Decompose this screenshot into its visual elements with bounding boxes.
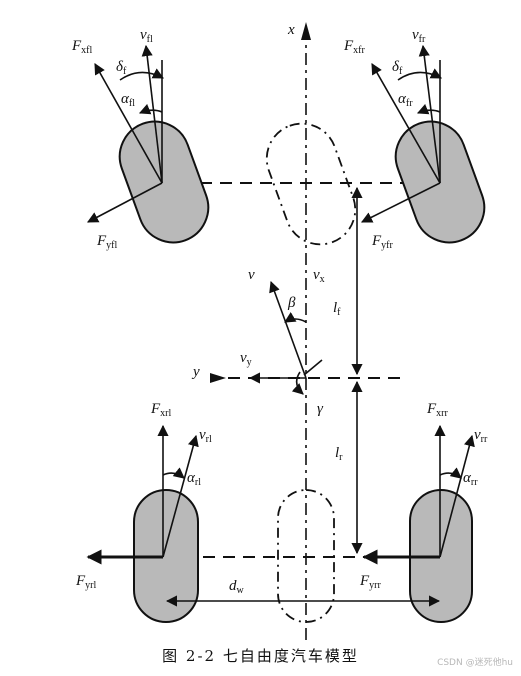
label-alpharl: αrl [187, 470, 201, 488]
label-Fxfl: Fxfl [71, 38, 93, 56]
y-axis-label: y [191, 364, 200, 380]
x-axis [301, 22, 311, 640]
label-vfl: vfl [140, 27, 153, 45]
label-alphafr: αfr [398, 91, 413, 109]
front-left-vectors [87, 44, 164, 223]
y-axis-arrowhead [210, 373, 226, 383]
label-alpharr: αrr [463, 470, 478, 488]
label-Fxrr: Fxrr [426, 401, 449, 419]
label-vx: vx [313, 267, 325, 285]
label-gamma: γ [317, 401, 324, 417]
label-deltaf-left: δf [116, 59, 127, 77]
center-front-wheel-outline [265, 122, 357, 246]
label-vrl: vrl [199, 427, 212, 445]
dimension-lines [165, 186, 441, 607]
label-Fyrl: Fyrl [75, 573, 97, 591]
label-Fxrl: Fxrl [150, 401, 172, 419]
label-dw: dw [229, 578, 245, 596]
label-vy: vy [240, 350, 252, 368]
x-axis-label: x [287, 22, 295, 38]
label-vfr: vfr [412, 27, 426, 45]
rear-right-vectors [434, 424, 475, 558]
front-left-wheel [118, 120, 210, 244]
label-Fxfr: Fxfr [343, 38, 366, 56]
label-Fyfr: Fyfr [371, 233, 394, 251]
label-lf: lf [333, 300, 341, 318]
label-beta: β [287, 295, 296, 311]
label-lr: lr [335, 445, 343, 463]
label-Fyrr: Fyrr [359, 573, 382, 591]
label-vrr: vrr [474, 427, 488, 445]
front-right-vectors [360, 44, 442, 223]
label-alphafl: αfl [121, 91, 135, 109]
label-v: v [248, 267, 255, 283]
watermark: CSDN @迷死他hu [437, 658, 513, 668]
cg-vectors [248, 280, 323, 395]
label-deltaf-right: δf [392, 59, 403, 77]
figure-caption: 图 2-2 七自由度汽车模型 [162, 647, 359, 665]
label-Fyfl: Fyfl [96, 233, 118, 251]
rear-left-vectors [157, 424, 199, 558]
center-rear-wheel-outline [277, 489, 335, 623]
